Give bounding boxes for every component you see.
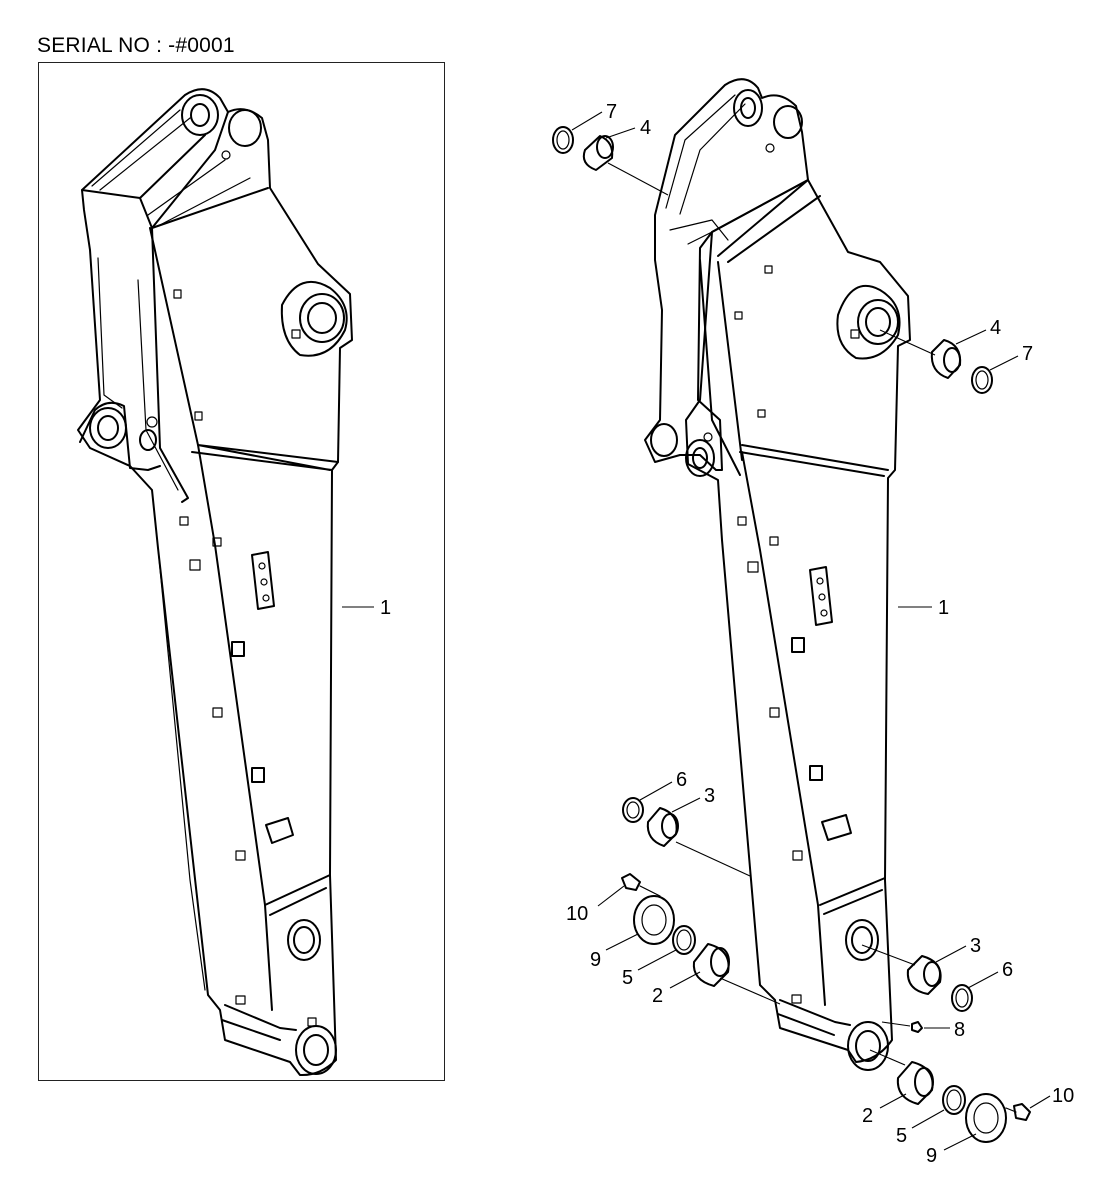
callout-l1: 1 bbox=[342, 597, 391, 619]
left-foot-eye-lower bbox=[295, 1025, 337, 1075]
callout-r7b: 7 bbox=[989, 343, 1033, 371]
right-front-eye bbox=[685, 439, 715, 477]
left-boom-outline bbox=[77, 88, 353, 1077]
callout-r3b: 3 bbox=[935, 935, 981, 963]
ring-5-left bbox=[672, 925, 696, 955]
callout-r9a: 9 bbox=[590, 933, 639, 971]
callout-label: 9 bbox=[590, 949, 601, 971]
callout-label: 6 bbox=[676, 769, 687, 791]
callout-label: 5 bbox=[622, 967, 633, 989]
callout-label: 8 bbox=[954, 1019, 965, 1041]
callout-label: 4 bbox=[640, 117, 651, 139]
callout-label: 3 bbox=[970, 935, 981, 957]
ring-7-top bbox=[552, 126, 574, 154]
callout-r3a: 3 bbox=[671, 785, 715, 813]
callout-label: 3 bbox=[704, 785, 715, 807]
bolt-10-right bbox=[1013, 1103, 1031, 1121]
exploded-parts bbox=[552, 126, 1031, 1143]
callout-label: 4 bbox=[990, 317, 1001, 339]
callout-r9b: 9 bbox=[926, 1133, 977, 1167]
callout-r10b: 10 bbox=[1029, 1085, 1074, 1109]
left-boom-assembly bbox=[77, 88, 353, 1077]
right-side-eye bbox=[857, 299, 899, 345]
right-boom-outline bbox=[685, 179, 911, 1063]
plate-9-right bbox=[965, 1093, 1007, 1143]
callout-r5b: 5 bbox=[896, 1109, 945, 1147]
bushing-4-side bbox=[930, 339, 962, 379]
callout-label: 1 bbox=[380, 597, 391, 619]
left-front-bracket bbox=[79, 401, 161, 471]
callout-r4a: 4 bbox=[605, 117, 651, 139]
bushing-2-left bbox=[692, 943, 730, 987]
bolt-10-left bbox=[621, 873, 641, 891]
plate-9-left bbox=[633, 895, 675, 945]
callout-label: 6 bbox=[1002, 959, 1013, 981]
bushing-4-top bbox=[582, 135, 614, 171]
callout-label: 7 bbox=[606, 101, 617, 123]
right-rear-plate bbox=[644, 78, 809, 471]
callout-label: 5 bbox=[896, 1125, 907, 1147]
callout-r1: 1 bbox=[898, 597, 949, 619]
left-side-eye bbox=[299, 293, 345, 343]
callout-r4b: 4 bbox=[955, 317, 1001, 345]
callout-r5a: 5 bbox=[622, 949, 677, 989]
callout-label: 2 bbox=[862, 1105, 873, 1127]
callout-label: 7 bbox=[1022, 343, 1033, 365]
callout-r6a: 6 bbox=[639, 769, 687, 801]
callout-label: 10 bbox=[566, 903, 588, 925]
right-boom-assembly bbox=[644, 78, 911, 1071]
callout-r6b: 6 bbox=[967, 959, 1013, 989]
callout-r10a: 10 bbox=[566, 885, 625, 925]
left-foot-eye-upper bbox=[287, 919, 321, 961]
callout-label: 9 bbox=[926, 1145, 937, 1167]
nut-8 bbox=[911, 1021, 923, 1033]
left-plate-holes bbox=[251, 551, 275, 610]
callout-r2b: 2 bbox=[862, 1093, 907, 1127]
left-view-frame bbox=[38, 62, 445, 1081]
right-foot-eye-upper bbox=[845, 919, 879, 961]
left-top-eye bbox=[181, 94, 219, 136]
ring-6-side bbox=[951, 984, 973, 1012]
ring-7-side bbox=[971, 366, 993, 394]
callout-label: 10 bbox=[1052, 1085, 1074, 1107]
right-foot-eye-lower bbox=[847, 1021, 889, 1071]
serial-number-label: SERIAL NO : -#0001 bbox=[37, 34, 235, 57]
callout-label: 2 bbox=[652, 985, 663, 1007]
callout-r2a: 2 bbox=[652, 971, 701, 1007]
ring-6-mid bbox=[622, 797, 644, 823]
bushing-3-side bbox=[906, 955, 942, 995]
ring-5-right bbox=[942, 1085, 966, 1115]
callout-r7a: 7 bbox=[571, 101, 617, 131]
callout-label: 1 bbox=[938, 597, 949, 619]
callout-r8: 8 bbox=[924, 1019, 965, 1041]
